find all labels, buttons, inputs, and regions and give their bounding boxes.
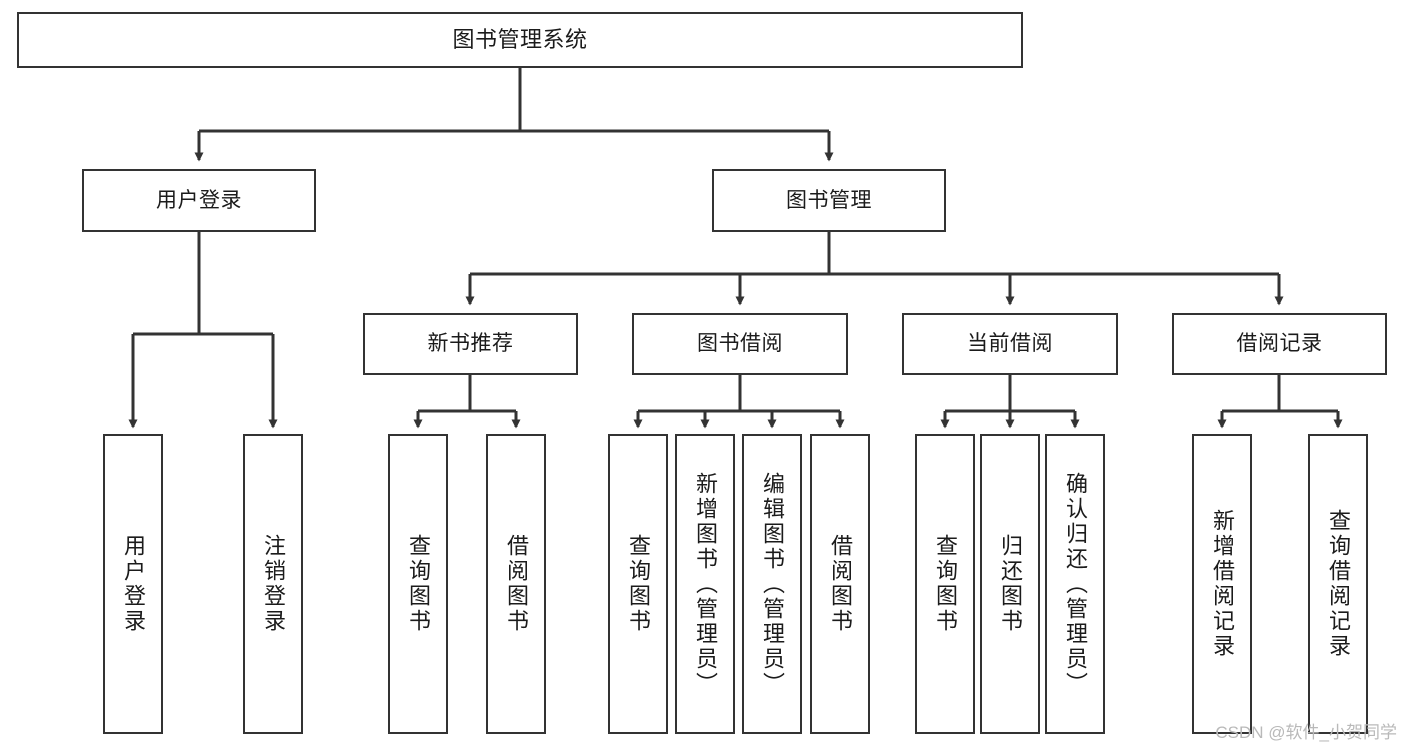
leaf-borrow-book[interactable]: 借阅图书 <box>810 434 870 734</box>
edges-borrow-record-to-leaves <box>1217 375 1343 429</box>
node-label: 借阅图书 <box>828 534 853 634</box>
node-label: 借阅图书 <box>504 534 529 634</box>
node-new-book-recommend[interactable]: 新书推荐 <box>363 313 578 375</box>
leaf-logout[interactable]: 注销登录 <box>243 434 303 734</box>
leaf-query-book-borrow[interactable]: 查询图书 <box>608 434 668 734</box>
leaf-query-borrow-record[interactable]: 查询借阅记录 <box>1308 434 1368 734</box>
node-root-book-management-system[interactable]: 图书管理系统 <box>17 12 1023 68</box>
node-label: 用户登录 <box>156 188 242 212</box>
node-borrow-record[interactable]: 借阅记录 <box>1172 313 1387 375</box>
leaf-return-book[interactable]: 归还图书 <box>980 434 1040 734</box>
node-label: 编辑图书（管理员） <box>760 471 785 697</box>
leaf-query-book-recommend[interactable]: 查询图书 <box>388 434 448 734</box>
leaf-user-login[interactable]: 用户登录 <box>103 434 163 734</box>
edges-book-borrow-to-leaves <box>633 375 845 429</box>
node-label: 新增图书（管理员） <box>693 471 718 697</box>
node-label: 图书管理 <box>786 188 872 212</box>
edges-user-login-to-leaves <box>128 232 278 429</box>
node-label: 查询图书 <box>933 534 958 634</box>
node-label: 归还图书 <box>998 534 1023 634</box>
node-book-borrow[interactable]: 图书借阅 <box>632 313 848 375</box>
node-label: 图书管理系统 <box>452 26 588 52</box>
node-label: 查询借阅记录 <box>1326 509 1351 659</box>
node-book-management[interactable]: 图书管理 <box>712 169 946 232</box>
node-label: 查询图书 <box>626 534 651 634</box>
node-label: 新增借阅记录 <box>1210 509 1235 659</box>
csdn-watermark: CSDN @软件_小贺同学 <box>1215 723 1397 742</box>
leaf-borrow-book-recommend[interactable]: 借阅图书 <box>486 434 546 734</box>
node-label: 借阅记录 <box>1236 332 1323 356</box>
node-user-login[interactable]: 用户登录 <box>82 169 316 232</box>
node-label: 注销登录 <box>261 534 286 634</box>
node-label: 查询图书 <box>406 534 431 634</box>
leaf-query-book-current[interactable]: 查询图书 <box>915 434 975 734</box>
leaf-add-borrow-record[interactable]: 新增借阅记录 <box>1192 434 1252 734</box>
node-label: 当前借阅 <box>967 332 1053 356</box>
node-current-borrow[interactable]: 当前借阅 <box>902 313 1118 375</box>
leaf-confirm-return-admin[interactable]: 确认归还（管理员） <box>1045 434 1105 734</box>
edges-new-book-to-leaves <box>413 375 521 429</box>
leaf-add-book-admin[interactable]: 新增图书（管理员） <box>675 434 735 734</box>
node-label: 图书借阅 <box>697 332 783 356</box>
edges-current-borrow-to-leaves <box>940 375 1080 429</box>
node-label: 新书推荐 <box>427 332 514 356</box>
node-label: 用户登录 <box>121 534 146 634</box>
edges-book-manage-to-level3 <box>465 232 1284 306</box>
node-label: 确认归还（管理员） <box>1063 471 1088 697</box>
edges-root-to-level2 <box>194 68 834 162</box>
leaf-edit-book-admin[interactable]: 编辑图书（管理员） <box>742 434 802 734</box>
